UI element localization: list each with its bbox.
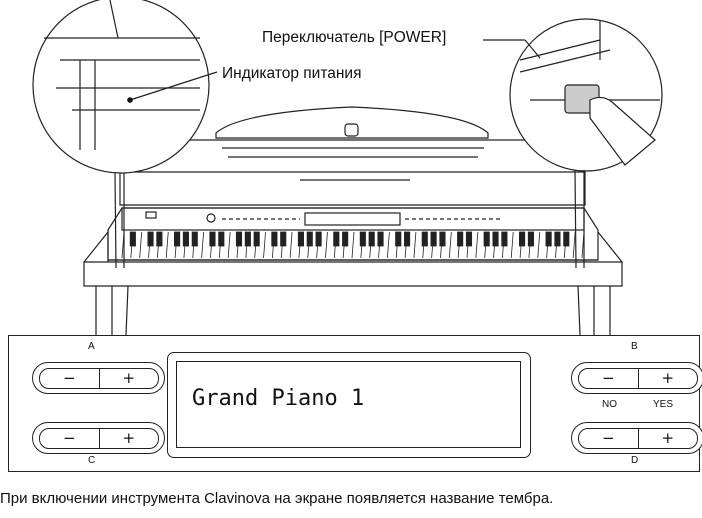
black-key — [306, 231, 313, 247]
c-minus-button[interactable]: − — [40, 429, 100, 448]
black-key — [359, 231, 366, 247]
white-key-edge — [165, 231, 169, 259]
black-key — [465, 231, 473, 247]
black-key — [342, 231, 349, 247]
black-key — [368, 231, 375, 247]
voice-name-text: Grand Piano 1 — [192, 386, 365, 411]
figure-caption: При включении инструмента Clavinova на э… — [0, 490, 554, 507]
white-key-edge — [537, 231, 541, 259]
group-b-label: B — [631, 341, 638, 352]
power-indicator-label: Индикатор питания — [222, 65, 362, 82]
black-key — [421, 231, 428, 247]
leg-right — [577, 285, 611, 335]
white-key-edge — [263, 231, 266, 259]
b-minus-no-button[interactable]: − — [579, 369, 639, 388]
keyboard-keys — [121, 231, 585, 259]
black-key — [244, 231, 251, 247]
group-c-label: C — [88, 455, 96, 466]
white-key-edge — [475, 231, 479, 259]
a-plus-button[interactable]: + — [122, 369, 136, 387]
c-plus-button[interactable]: + — [122, 429, 136, 447]
white-key-edge — [139, 231, 143, 259]
black-key — [545, 231, 552, 247]
black-key — [218, 231, 225, 247]
black-key — [129, 231, 136, 247]
white-key-edge — [351, 231, 355, 259]
white-key-edge — [448, 231, 452, 259]
leg-left — [95, 285, 129, 335]
d-plus-button[interactable]: + — [661, 429, 675, 447]
black-key — [182, 231, 189, 247]
black-key — [271, 231, 278, 247]
black-key — [333, 231, 340, 247]
group-a-label: A — [88, 341, 95, 352]
control-panel: A C B D − + − + − + − + NO YES Grand Pia… — [8, 335, 702, 472]
black-key — [554, 231, 561, 247]
white-key-edge — [572, 231, 576, 259]
white-key-edge — [289, 231, 293, 259]
power-switch-label: Переключатель [POWER] — [262, 29, 447, 46]
black-key — [297, 231, 304, 247]
d-minus-button[interactable]: − — [579, 429, 639, 448]
button-pair-b: − + — [571, 362, 702, 394]
finger-icon — [589, 96, 656, 166]
white-key-edge — [227, 231, 231, 259]
black-key — [404, 231, 411, 247]
lcd-display: Grand Piano 1 — [176, 361, 521, 448]
black-key — [191, 231, 198, 247]
panel-lcd — [304, 212, 401, 226]
white-key-edge — [386, 231, 390, 259]
black-key — [439, 231, 446, 247]
music-rest-clip — [344, 123, 359, 137]
yes-label: YES — [653, 399, 674, 410]
black-key — [156, 231, 163, 247]
lower-cabinet — [83, 230, 624, 287]
a-minus-button[interactable]: − — [40, 369, 100, 388]
piano-illustration — [32, 0, 663, 335]
black-key — [492, 231, 499, 247]
black-key — [235, 231, 243, 247]
panel-button-small — [145, 211, 157, 219]
black-key — [483, 231, 490, 247]
music-rest — [215, 106, 489, 139]
black-key — [519, 231, 526, 247]
button-pair-a: − + — [32, 362, 165, 394]
black-key — [527, 231, 534, 247]
b-plus-yes-button[interactable]: + — [661, 369, 675, 387]
no-label: NO — [602, 399, 617, 410]
control-strip — [121, 207, 585, 231]
black-key — [147, 231, 154, 247]
black-key — [315, 231, 322, 247]
group-d-label: D — [631, 455, 639, 466]
black-key — [174, 231, 181, 247]
white-key-edge — [201, 231, 205, 259]
black-key — [501, 231, 508, 247]
black-key — [563, 231, 570, 247]
power-indicator-dot — [127, 97, 133, 103]
lcd-display-frame: Grand Piano 1 — [167, 352, 531, 458]
indicator-zoom-circle — [32, 0, 210, 174]
black-key — [209, 231, 216, 247]
black-key — [253, 231, 260, 247]
white-key-edge — [581, 231, 585, 259]
black-key — [280, 231, 287, 247]
black-key — [377, 231, 384, 247]
white-key-edge — [121, 231, 125, 259]
black-key — [430, 231, 437, 247]
button-pair-d: − + — [571, 422, 702, 454]
clavinova-drawing — [32, 0, 663, 335]
button-pair-c: − + — [32, 422, 165, 454]
black-key — [395, 231, 402, 247]
white-key-edge — [413, 231, 417, 259]
white-key-edge — [325, 231, 328, 259]
black-key — [457, 231, 464, 247]
white-key-edge — [510, 231, 514, 259]
panel-knob — [206, 213, 216, 223]
